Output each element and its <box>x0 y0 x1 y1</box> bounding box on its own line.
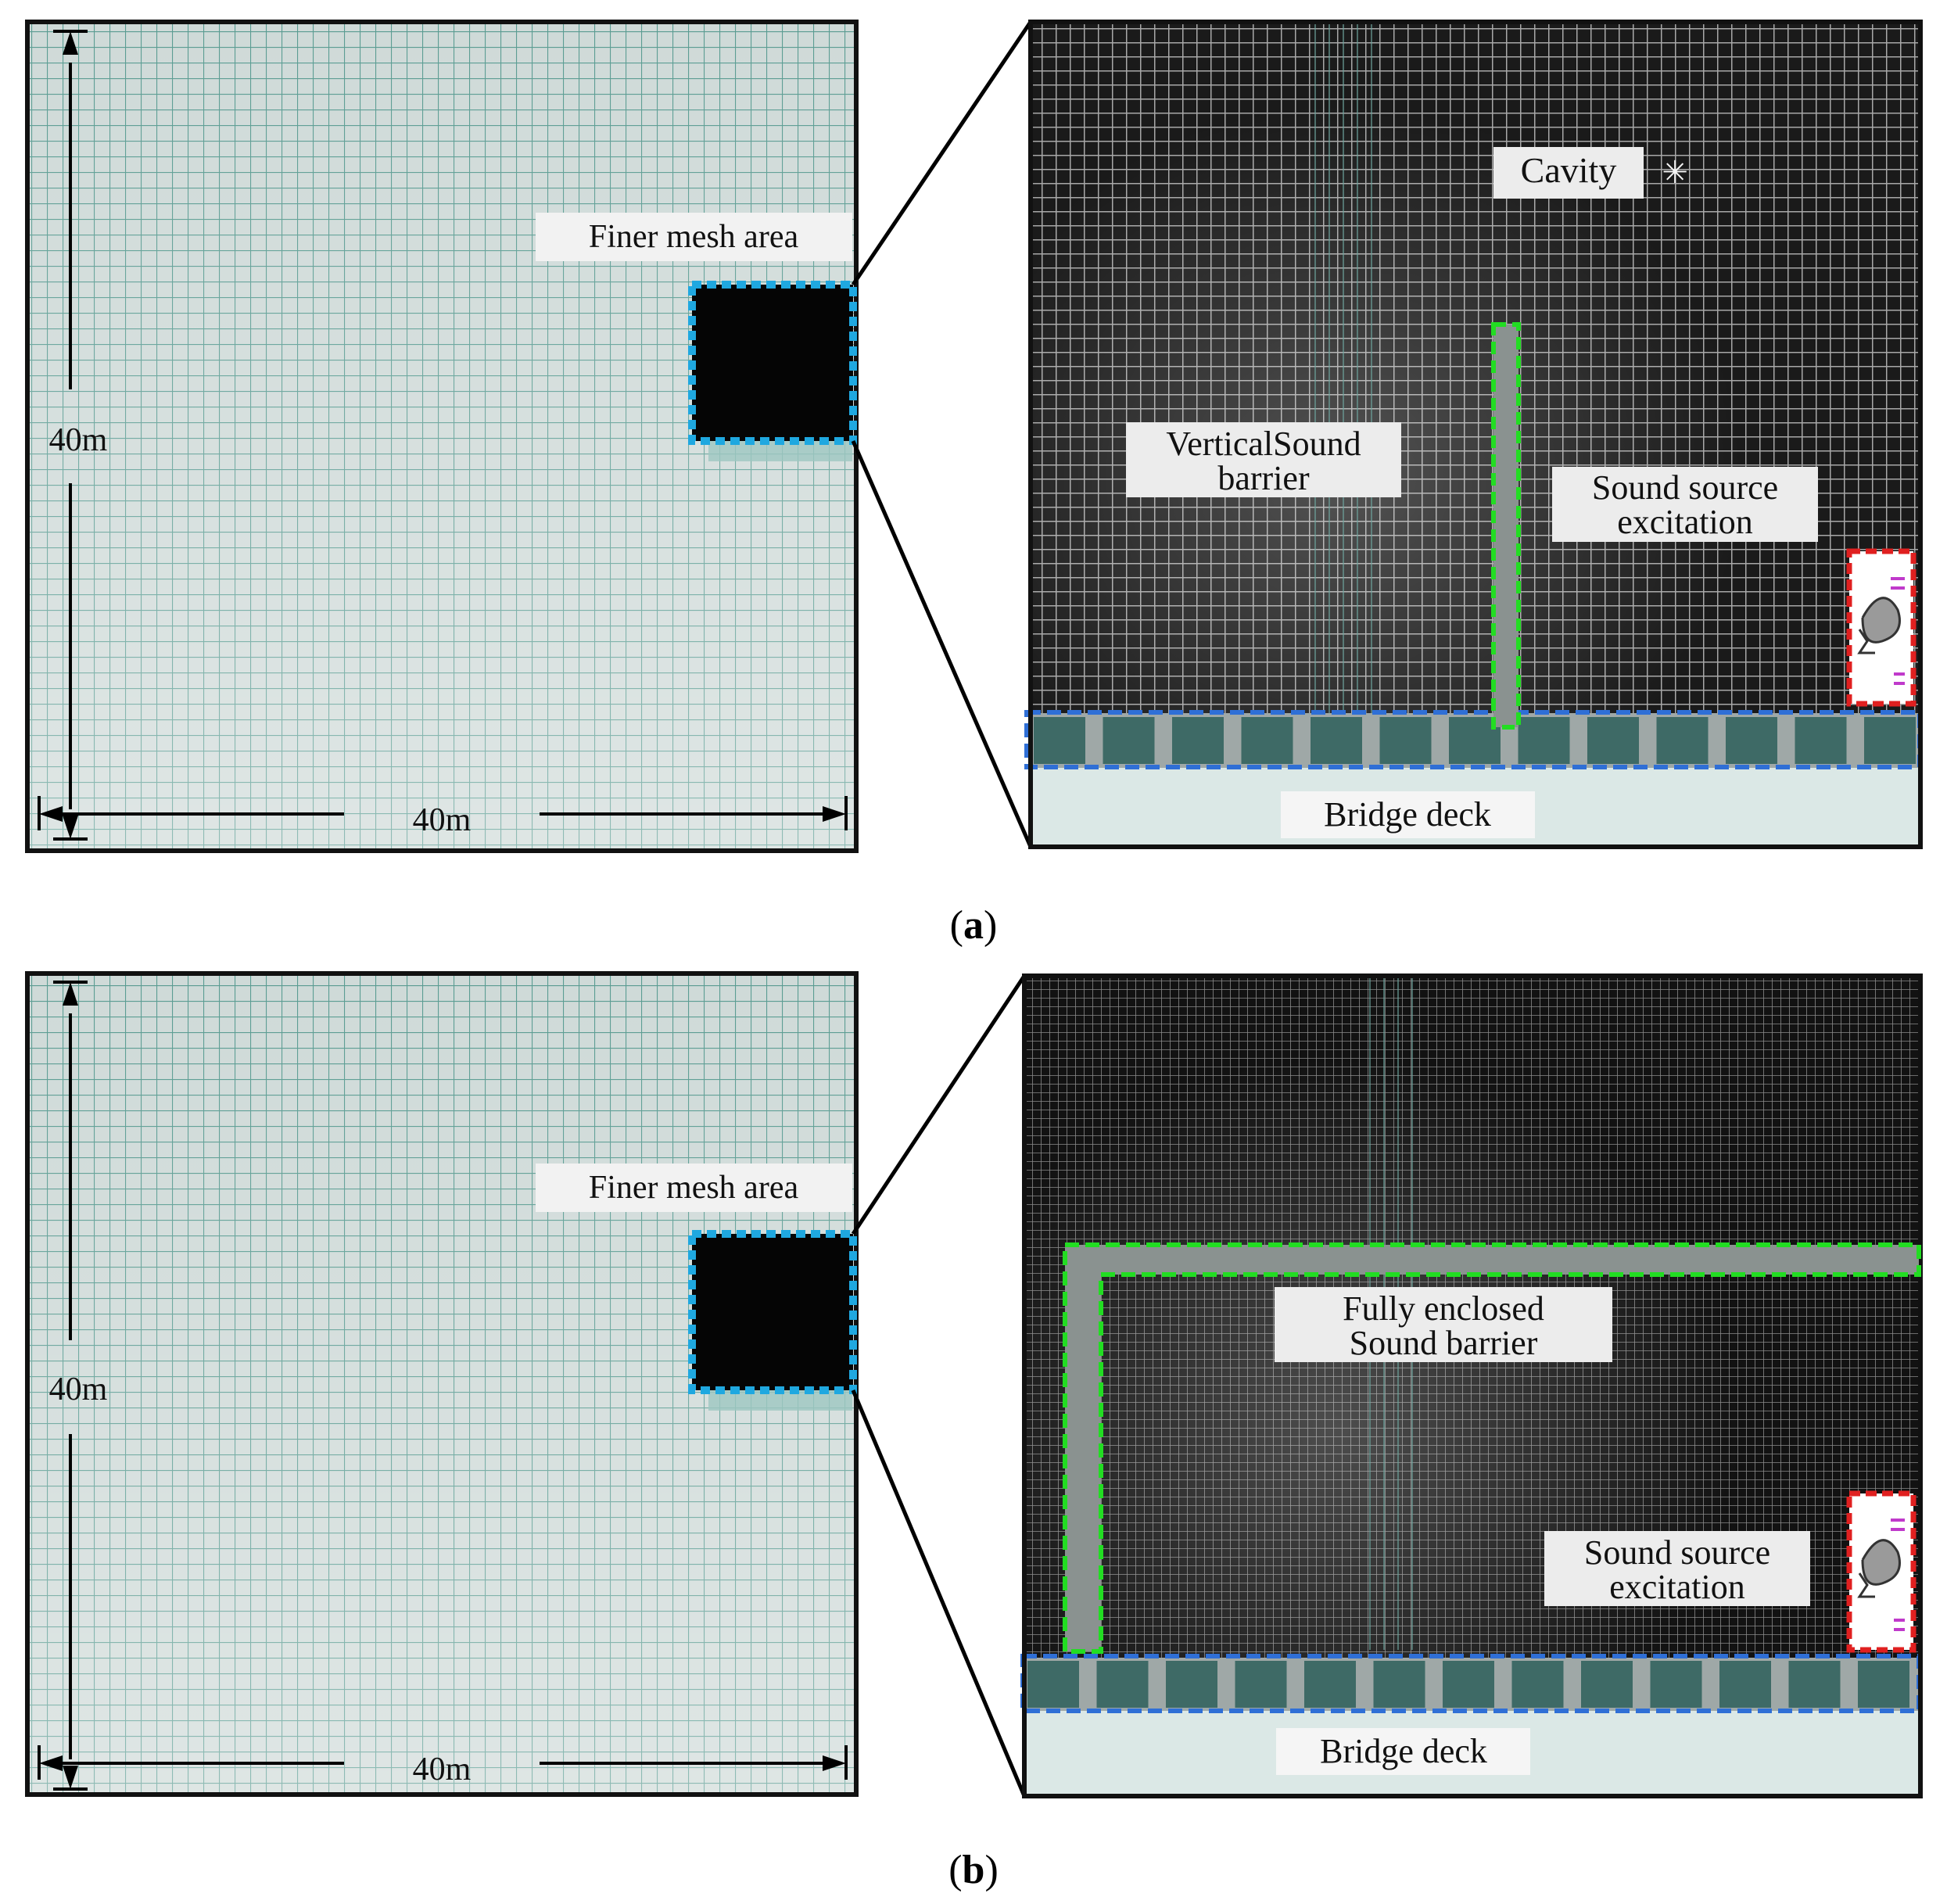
barrier-outline <box>1491 322 1521 730</box>
vertical-barrier <box>1493 325 1519 727</box>
barrier-label-line1: VerticalSound <box>1166 425 1361 463</box>
wheel-block <box>1166 1661 1217 1708</box>
zoom-line-bottom <box>851 1389 1027 1797</box>
sound-source-icon <box>1846 548 1917 707</box>
wheel-block <box>1719 1661 1771 1708</box>
zoom-line-top <box>851 20 1033 286</box>
wheel-block <box>1241 717 1293 764</box>
height-label: 40m <box>49 1372 108 1407</box>
wheel-blocks <box>1027 1661 1909 1708</box>
wheel-block <box>1103 717 1155 764</box>
caption-b: (b) <box>948 1848 999 1892</box>
zoom-line-bottom <box>851 439 1033 848</box>
source-label-line1: Sound source <box>1584 1533 1770 1572</box>
refined-label-bg <box>536 213 852 261</box>
wheel-block <box>1587 717 1639 764</box>
barrier-label-line2: Sound barrier <box>1350 1324 1538 1362</box>
cavity-label-bg <box>1493 147 1644 199</box>
width-dimension <box>38 796 848 830</box>
wheel-block <box>1858 1661 1909 1708</box>
source-label-line2: excitation <box>1617 503 1753 541</box>
wheel-block <box>1864 717 1916 764</box>
wheel-block <box>1518 717 1570 764</box>
barrier-label-line1: Fully enclosed <box>1343 1289 1544 1328</box>
barrier-label-bg <box>1275 1287 1612 1362</box>
deck-label: Bridge deck <box>1324 795 1491 834</box>
panel-b: 40m 40m Finer mesh area <box>25 971 1923 1892</box>
cavity-marker-icon: ✳ <box>1662 155 1688 191</box>
vertical-streaks <box>1314 22 1372 727</box>
deck-label-bg <box>1281 791 1535 838</box>
source-label-line1: Sound source <box>1592 468 1778 507</box>
wheel-block <box>1581 1661 1633 1708</box>
wheel-block <box>1235 1661 1287 1708</box>
wheel-block <box>1511 1661 1564 1708</box>
refined-label-bg <box>536 1164 852 1212</box>
wheel-block <box>1311 717 1362 764</box>
width-label: 40m <box>413 1752 472 1787</box>
wheel-block <box>1034 717 1085 764</box>
cavity-label: Cavity <box>1521 150 1617 190</box>
refined-area-label: Finer mesh area <box>589 219 799 255</box>
sound-source-icon <box>1846 1490 1917 1653</box>
wheel-block <box>1788 1661 1841 1708</box>
wheel-block <box>1373 1661 1425 1708</box>
source-label-line2: excitation <box>1609 1568 1745 1606</box>
wheel-block <box>1172 717 1224 764</box>
height-dimension <box>53 30 88 841</box>
barrier-label-bg <box>1126 422 1401 497</box>
wheel-block <box>1304 1661 1356 1708</box>
caption-a: (a) <box>950 903 998 948</box>
wheel-block <box>1096 1661 1149 1708</box>
deck-label-bg <box>1276 1728 1530 1775</box>
wheel-blocks <box>1034 717 1916 764</box>
refined-area <box>688 1230 857 1411</box>
refined-area <box>688 281 857 461</box>
wheel-block <box>1379 717 1432 764</box>
wheel-block <box>1656 717 1709 764</box>
refined-area-label: Finer mesh area <box>589 1170 799 1206</box>
source-label-bg <box>1552 467 1818 542</box>
height-label: 40m <box>49 422 108 458</box>
wheel-block <box>1726 717 1777 764</box>
wheel-block <box>1027 1661 1079 1708</box>
wheel-block <box>1795 717 1847 764</box>
wheel-block <box>1443 1661 1494 1708</box>
enclosed-barrier <box>1063 1242 1921 1654</box>
width-label: 40m <box>413 802 472 838</box>
height-dimension <box>53 981 88 1791</box>
panel-a: 40m 40m Finer mesh area <box>25 20 1923 948</box>
barrier-label-line2: barrier <box>1217 459 1310 497</box>
width-dimension <box>38 1745 848 1780</box>
wheel-block <box>1650 1661 1702 1708</box>
zoom-line-top <box>851 974 1027 1235</box>
deck-label: Bridge deck <box>1320 1732 1487 1770</box>
source-label-bg <box>1544 1531 1810 1606</box>
detail-view <box>1020 974 1923 1798</box>
